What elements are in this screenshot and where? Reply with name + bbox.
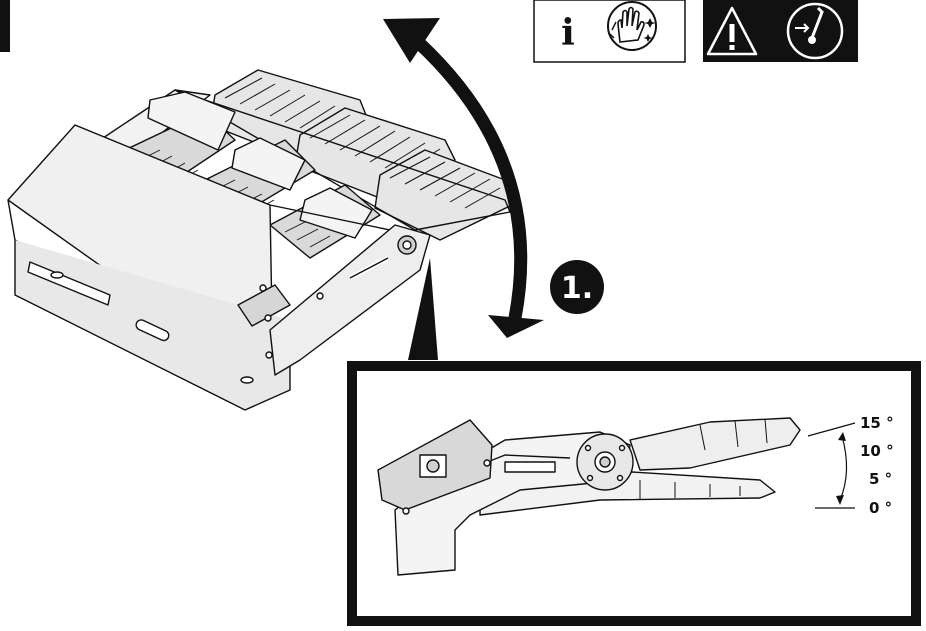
step-badge: 1.	[550, 260, 604, 314]
tilt-label-15: 15 °	[860, 414, 894, 432]
floodlight-fixture	[7, 69, 513, 411]
tilt-label-10: 10 °	[860, 442, 894, 460]
rotation-arrow	[383, 18, 544, 338]
info-icon: i	[561, 12, 575, 54]
edge-bar	[0, 0, 10, 52]
svg-text:1.: 1.	[561, 271, 593, 306]
info-gloves-panel: i	[533, 0, 686, 63]
bracket-detail-view	[377, 417, 801, 576]
tilt-scale: 15 ° 10 ° 5 ° 0 °	[807, 414, 894, 517]
warning-panel	[703, 0, 858, 62]
detail-connector-box	[377, 419, 493, 515]
scale-line-top	[807, 422, 856, 437]
warning-icon	[706, 6, 758, 56]
power-off-icon	[786, 2, 844, 60]
connector-box	[237, 284, 291, 327]
svg-text:i: i	[561, 12, 575, 54]
callout-pointer	[408, 258, 438, 360]
scale-arc	[839, 435, 848, 501]
tilt-label-0: 0 °	[869, 499, 892, 517]
gloves-icon	[607, 1, 657, 51]
tilt-label-5: 5 °	[869, 470, 892, 488]
